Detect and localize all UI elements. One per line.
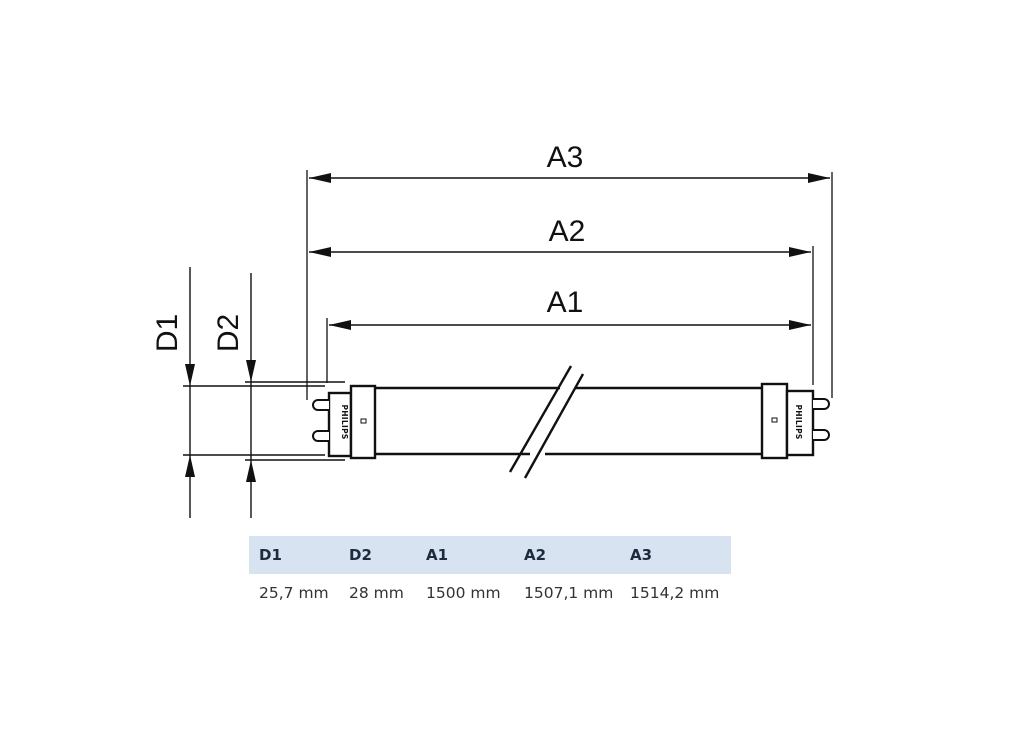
header-a2: A2 <box>514 536 620 574</box>
right-end-cap: PHILIPS <box>760 382 830 460</box>
left-pin-top <box>312 399 329 411</box>
value-a1: 1500 mm <box>426 584 501 602</box>
label-d1: D1 <box>151 314 184 352</box>
value-a3: 1514,2 mm <box>630 584 720 602</box>
value-a2: 1507,1 mm <box>524 584 614 602</box>
value-d1: 25,7 mm <box>259 584 329 602</box>
dimension-a2: A2 <box>309 215 811 257</box>
header-d1: D1 <box>249 536 339 574</box>
value-d2: 28 mm <box>349 584 404 602</box>
dimension-d2 <box>245 273 345 518</box>
header-d2: D2 <box>339 536 416 574</box>
tube-body <box>375 386 762 456</box>
extension-lines <box>306 170 833 400</box>
brand-logo-right: PHILIPS <box>794 404 803 439</box>
left-pin-bottom <box>312 430 329 442</box>
cap-marker-left <box>360 418 367 424</box>
left-end-cap: PHILIPS <box>312 384 377 460</box>
header-a3: A3 <box>620 536 731 574</box>
right-pin-top <box>813 398 830 410</box>
header-a1: A1 <box>416 536 514 574</box>
label-a2: A2 <box>549 215 586 248</box>
table-header-row: D1 D2 A1 A2 A3 <box>249 536 731 574</box>
brand-logo-left: PHILIPS <box>340 404 349 439</box>
right-pin-bottom <box>813 429 830 441</box>
dimension-d1 <box>183 267 325 518</box>
break-mark <box>508 365 585 479</box>
dimension-a3: A3 <box>309 141 830 183</box>
cap-marker-right <box>771 417 778 423</box>
label-d2: D2 <box>212 314 245 352</box>
label-a1: A1 <box>547 286 584 319</box>
dimension-a1: A1 <box>329 286 811 330</box>
dimension-spec-table: D1 D2 A1 A2 A3 25,7 mm 28 mm 1500 mm 150… <box>249 536 731 612</box>
table-row: 25,7 mm 28 mm 1500 mm 1507,1 mm 1514,2 m… <box>249 574 731 612</box>
label-a3: A3 <box>547 141 584 174</box>
